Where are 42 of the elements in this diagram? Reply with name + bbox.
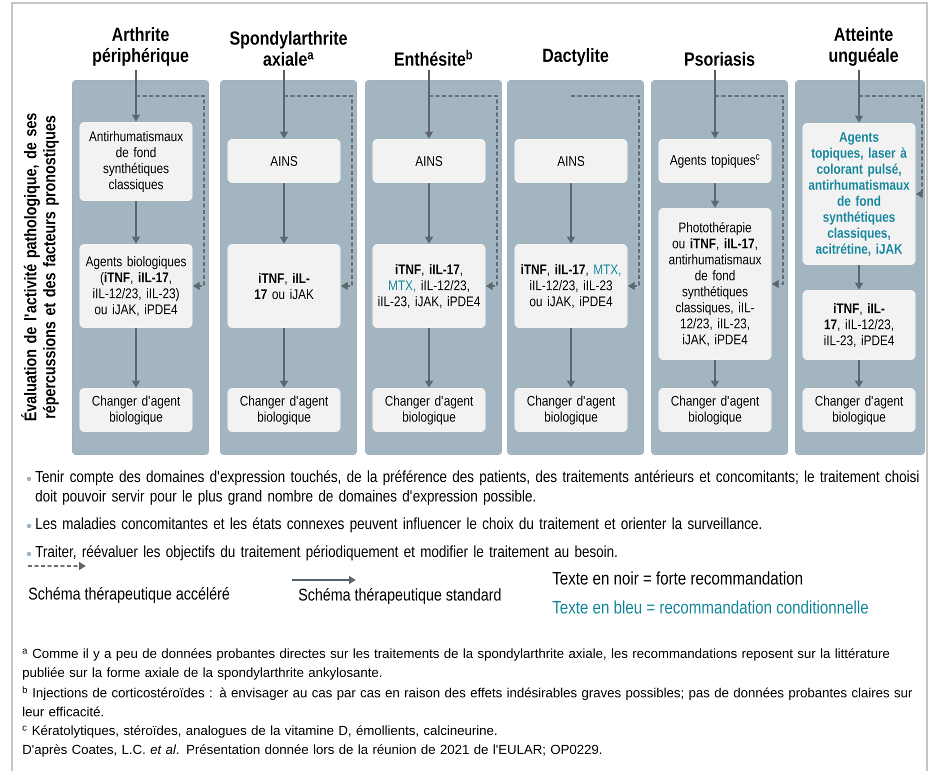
dashed-arrow	[284, 95, 353, 290]
key-text: Texte en noir = forte recommandation	[552, 571, 802, 585]
treatment-box: iTNF, iIL-17, iIL-12/23, iIL-23, iPDE4	[802, 290, 916, 360]
bullet-text: Les maladies concomitantes et les états connexes peuvent influencer le choix du traitement et orienter la surveillance.	[26, 517, 761, 532]
column-heading: Enthésite$^{b}$	[395, 50, 472, 66]
bullet-text: Tenir compte des domaines d'expression touchés, de la préférence des patients, des traitements antérieurs et concomitants; le traitement choisi doit pouvoir servir pour le plus grand nombre de domaines d'expression possible.	[26, 470, 918, 505]
treatment-box: iTNF, iIL-17 ou iJAK	[228, 244, 340, 328]
dashed-arrow	[859, 95, 924, 198]
dashed-arrow	[715, 95, 784, 288]
treatment-box: Changer d'agent biologique	[802, 388, 916, 432]
footnote: $^{a}$ Comme il y a peu de données probantes directes sur les traitements de la spondylarthrite axiale, les recommandations reposent sur la littérature publiée sur la forme axiale de la spondylarthrite ankylosante.	[22, 648, 890, 680]
treatment-box: Changer d'agent biologique	[80, 388, 192, 432]
legend-text: Schéma thérapeutique standard	[298, 588, 500, 604]
side-label: Évaluation de l'activité pathologique, de ses répercussions et des facteurs pronostiques	[21, 113, 59, 420]
footnote: $^{b}$ Injections de corticostéroïdes : à envisager au cas par cas en raison des effets indésirables graves possibles; pas de données probantes claires sur leur efficacité.	[22, 686, 912, 716]
treatment-box: iTNF, iIL-17, MTX, iIL-12/23, iIL-23 ou iJAK, iPDE4	[514, 244, 628, 328]
dashed-arrow	[136, 95, 205, 290]
treatment-box: Changer d'agent biologique	[372, 388, 486, 432]
treatment-box: Photothérapie ou iTNF, iIL-17, antirhumatismaux de fond synthétiques classiques, iIL-12/23, iIL-23, iJAK, iPDE4	[658, 208, 772, 360]
treatment-box: Agents topiques, laser à colorant pulsé, antirhumatismaux de fond synthétiques classiques, acitrétine, iJAK	[802, 123, 916, 265]
footnote: D'après Coates, L.C. et al. Présentation donnée lors de la réunion de 2021 de l'EULAR; OP0229.	[23, 744, 602, 757]
dashed-arrow	[429, 95, 498, 290]
column-heading: Arthrite périphérique	[93, 27, 188, 66]
column-heading: Psoriasis	[685, 52, 754, 66]
column-heading: Atteinte unguéale	[829, 27, 898, 66]
column-heading: Dactylite	[543, 48, 608, 66]
treatment-box: AINS	[514, 139, 628, 183]
treatment-box: Changer d'agent biologique	[228, 388, 340, 432]
treatment-box: Antirhumatismaux de fond synthétiques classiques	[80, 122, 192, 201]
treatment-box: AINS	[372, 139, 486, 183]
treatment-box: AINS	[228, 139, 340, 183]
treatment-box: Agents topiques$^{c}$	[658, 139, 772, 183]
column-heading: Spondylarthrite axiale$^{a}$	[230, 30, 347, 66]
bullet-text: Traiter, réévaluer les objectifs du traitement périodiquement et modifier le traitement au besoin.	[26, 545, 617, 560]
dashed-arrow	[571, 95, 640, 290]
key-text: Texte en bleu = recommandation conditionnelle	[552, 600, 868, 614]
treatment-box: Changer d'agent biologique	[658, 388, 772, 432]
legend-text: Schéma thérapeutique accéléré	[28, 586, 230, 604]
footnote: $^{c}$ Kératolytiques, stéroïdes, analogues de la vitamine D, émollients, calcineurine.	[22, 725, 496, 738]
treatment-box: Agents biologiques (iTNF, iIL-17, iIL-12/23, iIL-23) ou iJAK, iPDE4	[80, 244, 192, 328]
treatment-box: iTNF, iIL-17, MTX, iIL-12/23, iIL-23, iJAK, iPDE4	[372, 244, 486, 328]
treatment-box: Changer d'agent biologique	[514, 388, 628, 432]
